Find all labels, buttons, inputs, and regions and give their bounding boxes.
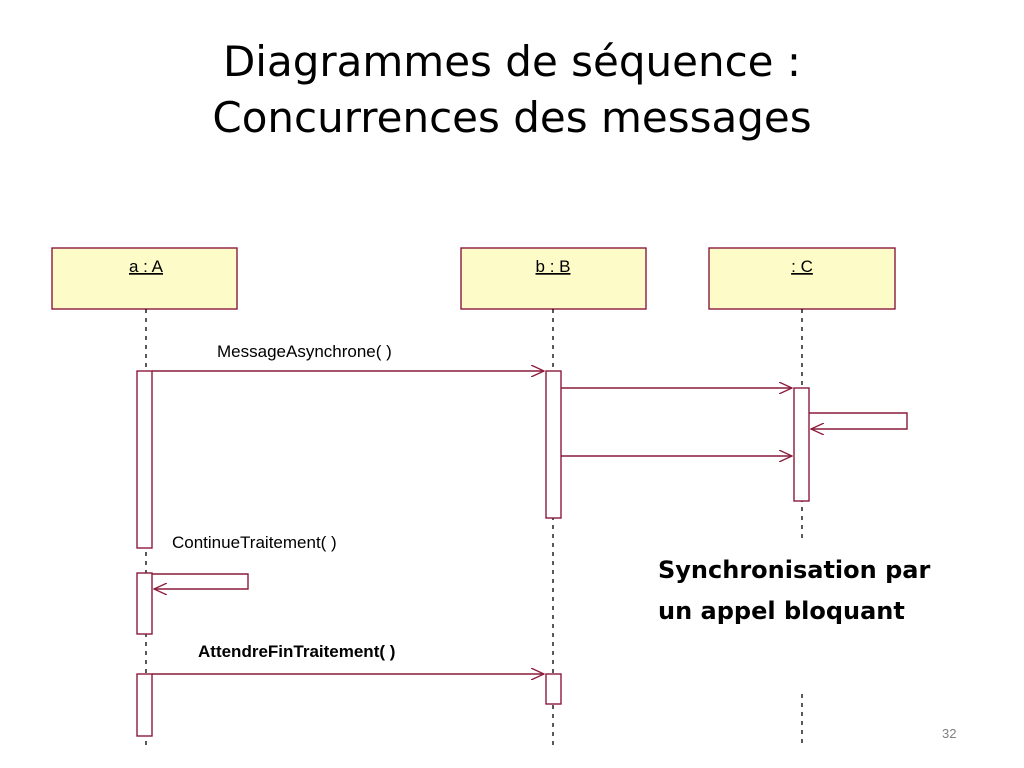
object-b: b : B — [460, 247, 647, 310]
slide-title-line-1: Diagrammes de séquence : — [222, 37, 802, 86]
label-message-asynchrone: MessageAsynchrone( ) — [217, 342, 392, 361]
object-c-label: : C — [791, 257, 813, 276]
slide-title-line-2: Concurrences des messages — [212, 93, 812, 142]
label-attendre-fin-traitement: AttendreFinTraitement( ) — [198, 642, 395, 661]
note-synchronisation: Synchronisation par un appel bloquant — [658, 550, 998, 632]
note-line-2: un appel bloquant — [658, 597, 905, 625]
note-line-1: Synchronisation par — [658, 556, 931, 584]
label-continue-traitement: ContinueTraitement( ) — [172, 533, 337, 552]
activation-b-1 — [545, 370, 562, 519]
page-number: 32 — [942, 726, 957, 741]
object-c: : C — [708, 247, 896, 310]
object-a-label: a : A — [129, 257, 164, 276]
activation-c-1 — [793, 387, 810, 502]
object-a: a : A — [51, 247, 238, 310]
object-b-label: b : B — [536, 257, 571, 276]
slide-title: Diagrammes de séquence : Concurrences de… — [0, 34, 1024, 146]
activation-b-2 — [545, 673, 562, 705]
activation-a-3 — [136, 673, 153, 737]
arrow-continue-traitement — [152, 573, 249, 589]
arrow-c-self-call — [809, 412, 908, 429]
activation-a-1 — [136, 370, 153, 549]
activation-a-2 — [136, 572, 153, 635]
